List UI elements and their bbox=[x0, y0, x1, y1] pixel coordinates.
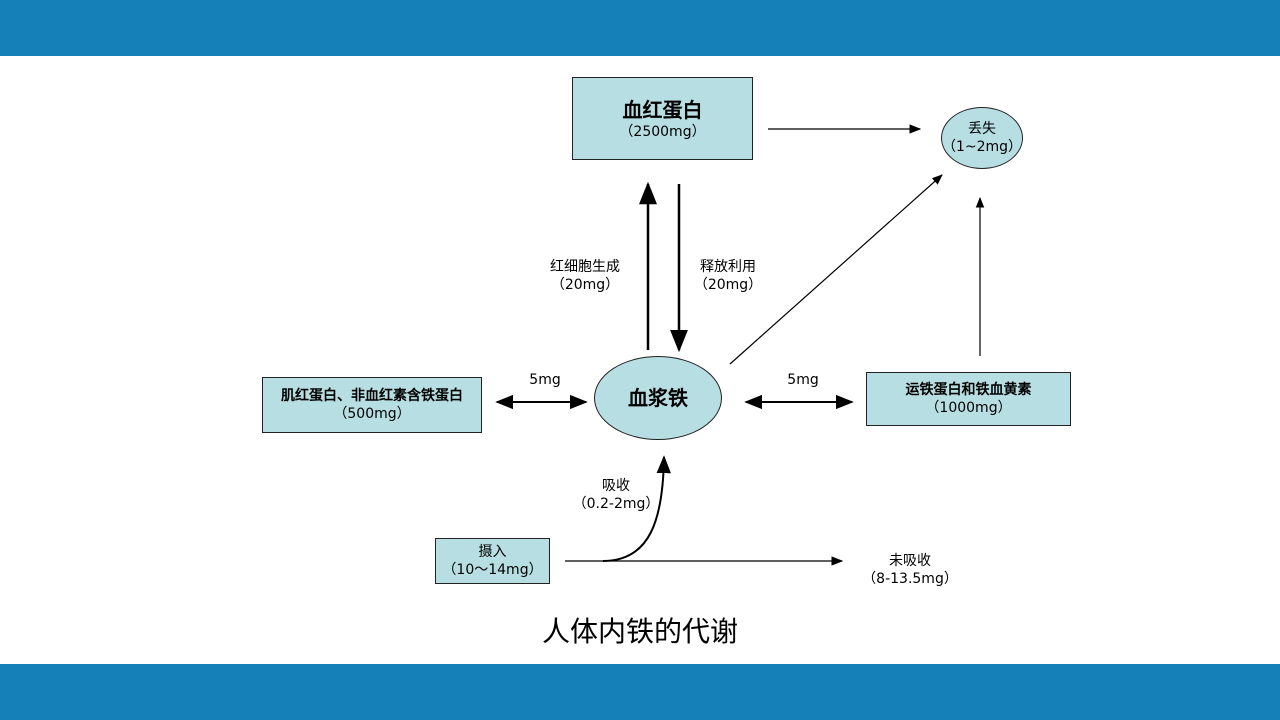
transferrin-amount: （1000mg） bbox=[925, 400, 1012, 416]
intake-amount: （10〜14mg） bbox=[442, 562, 543, 578]
erythropoiesis-amount: （20mg） bbox=[550, 277, 620, 293]
release-amount: （20mg） bbox=[693, 277, 763, 293]
unabsorbed-text: 未吸收 （8-13.5mg） bbox=[855, 552, 965, 588]
erythropoiesis-text: 红细胞生成 （20mg） bbox=[530, 258, 640, 294]
unabsorbed-amount: （8-13.5mg） bbox=[862, 571, 958, 587]
plasma-iron-label: 血浆铁 bbox=[628, 386, 688, 410]
myoglobin-label: 肌红蛋白、非血红素含铁蛋白 bbox=[281, 388, 463, 404]
hemoglobin-amount: （2500mg） bbox=[619, 123, 706, 140]
hemoglobin-label: 血红蛋白 bbox=[622, 97, 703, 122]
bottom-banner bbox=[0, 664, 1280, 720]
myoglobin-amount: （500mg） bbox=[333, 406, 411, 422]
page-title: 人体内铁的代谢 bbox=[541, 615, 738, 648]
erythropoiesis-label: 红细胞生成 bbox=[550, 259, 620, 275]
exchange-right-label: 5mg bbox=[787, 372, 819, 388]
loss-label: 丢失 bbox=[968, 121, 996, 137]
transferrin-node: 运铁蛋白和铁血黄素 （1000mg） bbox=[866, 372, 1071, 426]
absorption-label: 吸收 bbox=[602, 478, 630, 494]
arrow-plasma-to-loss bbox=[729, 174, 943, 365]
absorption-text: 吸收 （0.2-2mg） bbox=[566, 477, 666, 513]
loss-amount: （1~2mg） bbox=[941, 139, 1023, 155]
arrow-absorption bbox=[602, 455, 671, 562]
absorption-amount: （0.2-2mg） bbox=[572, 496, 660, 512]
release-label: 释放利用 bbox=[700, 259, 756, 275]
intake-node: 摄入 （10〜14mg） bbox=[435, 538, 550, 584]
transferrin-label: 运铁蛋白和铁血黄素 bbox=[905, 382, 1032, 398]
exchange-left-label: 5mg bbox=[529, 372, 561, 388]
myoglobin-node: 肌红蛋白、非血红素含铁蛋白 （500mg） bbox=[262, 377, 482, 433]
intake-label: 摄入 bbox=[478, 544, 507, 560]
loss-node: 丢失 （1~2mg） bbox=[941, 107, 1023, 169]
hemoglobin-node: 血红蛋白 （2500mg） bbox=[572, 77, 753, 160]
top-banner bbox=[0, 0, 1280, 56]
release-text: 释放利用 （20mg） bbox=[678, 258, 778, 294]
unabsorbed-label: 未吸收 bbox=[889, 553, 931, 569]
plasma-iron-node: 血浆铁 bbox=[594, 356, 722, 440]
